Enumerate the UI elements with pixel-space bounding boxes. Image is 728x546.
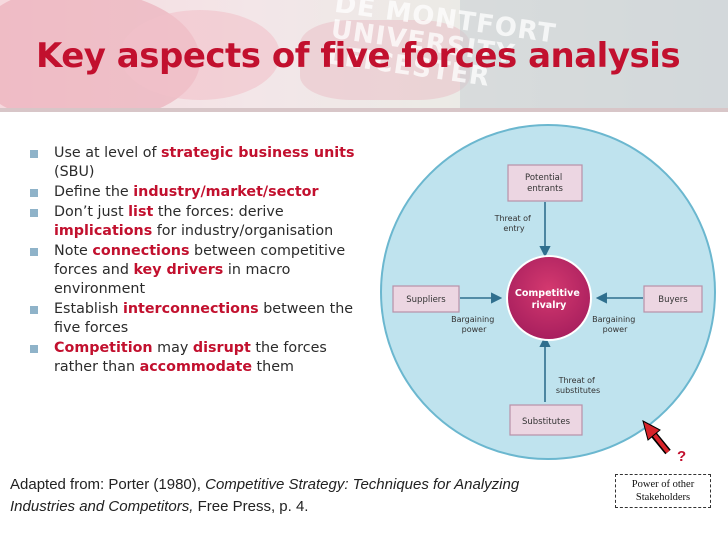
bullet-text: in macro environment: [54, 262, 291, 297]
bullet-text: (SBU): [54, 164, 95, 180]
highlighted-term: industry/market/sector: [133, 184, 319, 200]
svg-text:Threat of substitutes: Threat of substitutes: [556, 376, 600, 395]
arrow-right-label: Bargaining: [592, 315, 635, 324]
center-label: rivalry: [532, 300, 567, 311]
bullet-square-icon: [30, 248, 38, 256]
bullet-square-icon: [30, 189, 38, 197]
box-top-label: entrants: [527, 184, 563, 194]
banner-shape: [300, 20, 470, 100]
bullet-square-icon: [30, 306, 38, 314]
bullet-text: Establish: [54, 301, 123, 317]
stakeholders-line: Stakeholders: [635, 492, 691, 503]
highlighted-term: list: [128, 204, 154, 220]
bullet-text: Don’t just: [54, 204, 129, 220]
bullet-text: may: [152, 340, 193, 356]
svg-text:Bargaining power: Bargaining power: [592, 315, 638, 334]
svg-text:Potential entrants: Potential entrants: [525, 173, 565, 194]
bullet-text: Use at level of: [54, 145, 162, 161]
svg-text:Bargaining power: Bargaining power: [451, 315, 497, 334]
center-label: Competitive: [515, 288, 580, 299]
bullet-text: Define the: [54, 184, 134, 200]
question-mark: ?: [677, 448, 687, 465]
bullet-text: the forces: derive: [153, 204, 284, 220]
bullet-text: between competitive forces and: [54, 243, 346, 278]
arrow-right-label: power: [603, 325, 628, 334]
center-competitive-rivalry: [506, 255, 592, 341]
stakeholders-line: Power of other: [631, 479, 695, 490]
stakeholder-arrow-inner: [650, 430, 670, 454]
highlighted-term: connections: [92, 243, 190, 259]
stakeholders-box: Power of other Stakeholders: [615, 474, 711, 508]
svg-text:Threat of entry: Threat of entry: [494, 214, 534, 233]
arrow-bottom-label: substitutes: [556, 386, 600, 395]
arrow-bottom-label: Threat of: [558, 376, 595, 385]
bullet-text: Note: [54, 243, 93, 259]
bullet-text: the forces rather than: [54, 340, 327, 375]
highlighted-term: accommodate: [139, 359, 253, 375]
source-citation: Adapted from: Porter (1980), Competitive…: [10, 474, 530, 518]
highlighted-term: Competition: [54, 340, 153, 356]
citation-publisher: Free Press, p. 4.: [193, 498, 309, 515]
bullet-square-icon: [30, 345, 38, 353]
bullet-item: Note connections between competitive for…: [30, 242, 375, 299]
bullet-square-icon: [30, 209, 38, 217]
arrow-left-label: Bargaining: [451, 315, 494, 324]
bullet-item: Define the industry/market/sector: [30, 183, 375, 202]
highlighted-term: disrupt: [192, 340, 251, 356]
bullet-square-icon: [30, 150, 38, 158]
highlighted-term: implications: [54, 223, 153, 239]
highlighted-term: interconnections: [122, 301, 259, 317]
slide-title: Key aspects of five forces analysis: [36, 36, 681, 76]
box-right-label: Buyers: [658, 295, 688, 305]
box-potential-entrants: [507, 164, 583, 202]
box-suppliers: [392, 285, 460, 313]
box-bottom-label: Substitutes: [522, 417, 571, 427]
bullet-text: for industry/organisation: [152, 223, 334, 239]
arrow-top-label: Threat of: [494, 214, 531, 223]
highlighted-term: strategic business units: [161, 145, 355, 161]
bullet-item: Establish interconnections between the f…: [30, 300, 375, 338]
citation-text: Adapted from: Porter (1980),: [10, 476, 206, 493]
arrow-top-label: entry: [503, 224, 524, 233]
bullet-text: between the five forces: [54, 301, 354, 336]
banner-shape: [460, 0, 728, 112]
bullet-item: Competition may disrupt the forces rathe…: [30, 339, 375, 377]
bullet-list: Use at level of strategic business units…: [30, 144, 375, 378]
header-banner: DE MONTFORT UNIVERSITY LEICESTER: [0, 0, 728, 112]
svg-text:Competitive rivalry: Competitive rivalry: [515, 288, 583, 311]
highlighted-term: key drivers: [133, 262, 224, 278]
bullet-item: Don’t just list the forces: derive impli…: [30, 203, 375, 241]
bullet-item: Use at level of strategic business units…: [30, 144, 375, 182]
banner-rule: [0, 108, 728, 112]
banner-shape: [120, 10, 280, 100]
box-left-label: Suppliers: [406, 295, 446, 305]
bullet-text: them: [252, 359, 294, 375]
box-buyers: [643, 285, 703, 313]
stakeholder-arrowhead: [642, 420, 661, 441]
citation-book-title: Competitive Strategy: Techniques for Ana…: [10, 476, 520, 515]
arrow-left-label: power: [462, 325, 487, 334]
box-top-label: Potential: [525, 173, 562, 183]
box-substitutes: [509, 404, 583, 436]
